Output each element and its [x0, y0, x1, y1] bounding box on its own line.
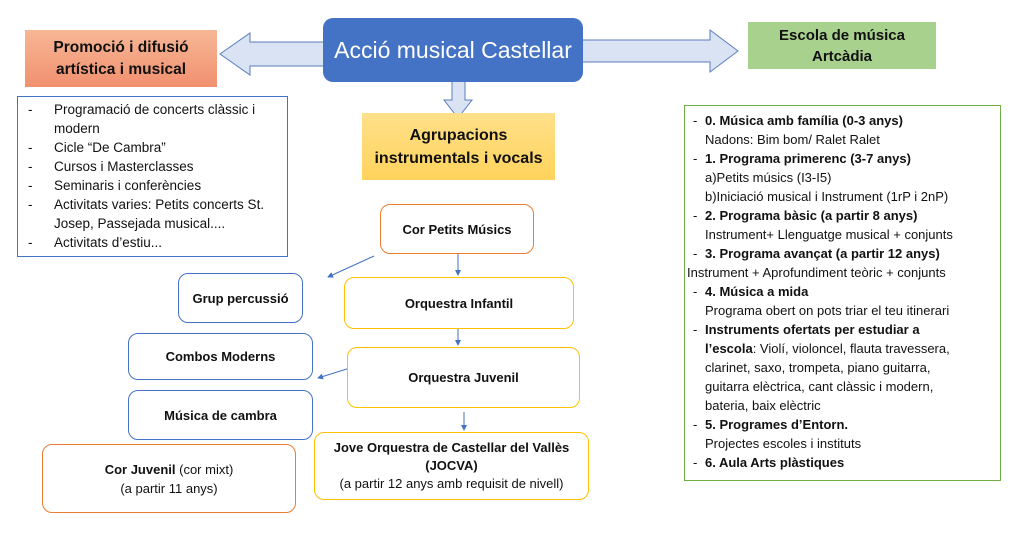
escola-item-text: Nadons: Bim bom/ Ralet Ralet [705, 132, 880, 147]
escola-node: Escola de música Artcàdia [748, 22, 936, 69]
escola-item-text: guitarra elèctrica, cant clàssic i moder… [705, 379, 934, 394]
escola-list-item: -6. Aula Arts plàstiques [693, 455, 845, 470]
main-node: Acció musical Castellar [323, 18, 583, 82]
escola-item-text: b)Iniciació musical i Instrument (1rP i … [705, 189, 949, 204]
escola-list-item: -3. Programa avançat (a partir 12 anys)I… [687, 244, 1000, 282]
node-cor-petits-musics: Cor Petits Músics [380, 204, 534, 254]
escola-item-text: Projectes escoles i instituts [705, 436, 862, 451]
node-label: (JOCVA) [425, 458, 478, 473]
arrow-down-block [442, 79, 474, 119]
node-label: Orquestra Infantil [404, 295, 514, 311]
escola-item-title: 6. Aula Arts plàstiques [705, 455, 845, 470]
escola-item-title: 3. Programa avançat (a partir 12 anys) [705, 246, 940, 261]
escola-title-1: Escola de música [779, 26, 905, 44]
promocio-list-item: Cursos i Masterclasses [18, 157, 287, 176]
node-orquestra-infantil: Orquestra Infantil [344, 277, 574, 329]
escola-title-2: Artcàdia [811, 47, 873, 65]
promocio-list-item: Cicle “De Cambra” [18, 138, 287, 157]
connector [327, 255, 375, 278]
promocio-title-2: artística i musical [55, 60, 187, 78]
escola-item-title: 1. Programa primerenc (3-7 anys) [705, 151, 911, 166]
escola-item-text: clarinet, saxo, trompeta, piano guitarra… [705, 360, 931, 375]
escola-item-title: 2. Programa bàsic (a partir 8 anys) [705, 208, 918, 223]
node-orquestra-juvenil: Orquestra Juvenil [347, 347, 580, 408]
main-title: Acció musical Castellar [334, 36, 572, 63]
escola-item-title: Instruments ofertats per estudiar a [705, 322, 920, 337]
escola-list: -0. Música amb família (0-3 anys)Nadons:… [684, 105, 1001, 481]
node-sublabel: (a partir 11 anys) [120, 480, 218, 496]
escola-item-title: 0. Música amb família (0-3 anys) [705, 113, 903, 128]
escola-item-text: Programa obert on pots triar el teu itin… [705, 303, 950, 318]
node-label: Grup percussió [192, 290, 289, 306]
escola-item-text: : Violí, violoncel, flauta travessera, [752, 341, 950, 356]
escola-item-text: Instrument + Aprofundiment teòric + conj… [687, 265, 946, 280]
node-musica-cambra: Música de cambra [128, 390, 313, 440]
promocio-node: Promoció i difusió artística i musical [25, 30, 217, 87]
node-label: Jove Orquestra de Castellar del Vallès [333, 440, 570, 455]
arrow-left-block [219, 32, 327, 76]
escola-item-text: bateria, baix elèctric [705, 398, 821, 413]
arrow-right-block [571, 29, 739, 73]
escola-item-title: 5. Programes d’Entorn. [705, 417, 849, 432]
node-grup-percussio: Grup percussió [178, 273, 303, 323]
node-cor-juvenil: Cor Juvenil (cor mixt) (a partir 11 anys… [42, 444, 296, 513]
node-jove-orquestra: Jove Orquestra de Castellar del Vallès (… [314, 432, 589, 500]
escola-item-text: a)Petits músics (I3-I5) [705, 170, 832, 185]
promocio-list-item: Activitats varies: Petits concerts St. J… [18, 195, 287, 233]
promocio-list-item: Activitats d’estiu... [18, 233, 287, 252]
escola-list-item: -5. Programes d’Entorn.Projectes escoles… [687, 415, 1000, 453]
connector [317, 367, 351, 380]
node-sublabel: (cor mixt) [175, 461, 234, 477]
agrupacions-node: Agrupacions instrumentals i vocals [362, 113, 555, 180]
escola-item-title: l’escola [705, 341, 753, 356]
promocio-list-item: Seminaris i conferències [18, 176, 287, 195]
promocio-title-1: Promoció i difusió [53, 38, 189, 56]
node-label: Orquestra Juvenil [408, 370, 519, 385]
node-label: Cor Juvenil [104, 461, 176, 477]
agrupacions-title-1: Agrupacions [409, 126, 508, 144]
node-label: Música de cambra [164, 407, 277, 423]
node-label: Cor Petits Músics [402, 221, 512, 237]
node-label: Combos Moderns [165, 349, 276, 364]
node-combos-moderns: Combos Moderns [128, 333, 313, 380]
promocio-list: Programació de concerts clàssic i modern… [17, 96, 288, 257]
promocio-list-item: Programació de concerts clàssic i modern [18, 100, 287, 138]
escola-list-item: -0. Música amb família (0-3 anys)Nadons:… [687, 111, 1000, 149]
escola-item-title: 4. Música a mida [705, 284, 809, 299]
escola-list-item: -1. Programa primerenc (3-7 anys)a)Petit… [687, 149, 1000, 206]
node-sublabel: (a partir 12 anys amb requisit de nivell… [339, 476, 564, 491]
escola-item-text: Instrument+ Llenguatge musical + conjunt… [705, 227, 953, 242]
agrupacions-title-2: instrumentals i vocals [374, 149, 543, 167]
escola-list-item: -2. Programa bàsic (a partir 8 anys)Inst… [687, 206, 1000, 244]
